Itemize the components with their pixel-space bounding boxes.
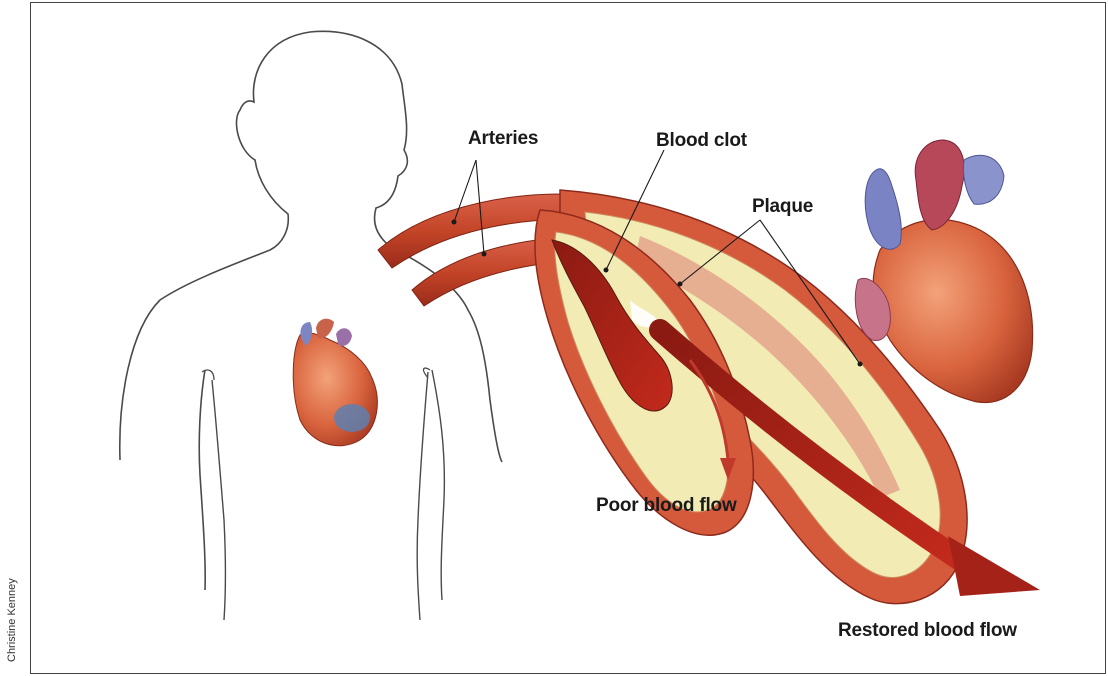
label-poor-blood-flow: Poor blood flow xyxy=(596,495,737,517)
right-torso-line xyxy=(417,372,428,620)
small-heart-icon xyxy=(293,319,377,446)
photo-credit: Christine Kenney xyxy=(6,578,18,662)
label-arteries: Arteries xyxy=(468,128,538,150)
label-restored-blood-flow: Restored blood flow xyxy=(838,620,1017,642)
label-plaque: Plaque xyxy=(752,196,813,218)
left-arm-line xyxy=(199,370,205,590)
right-arm-line xyxy=(432,370,444,600)
left-torso-line xyxy=(212,380,226,620)
label-blood-clot: Blood clot xyxy=(656,130,747,152)
